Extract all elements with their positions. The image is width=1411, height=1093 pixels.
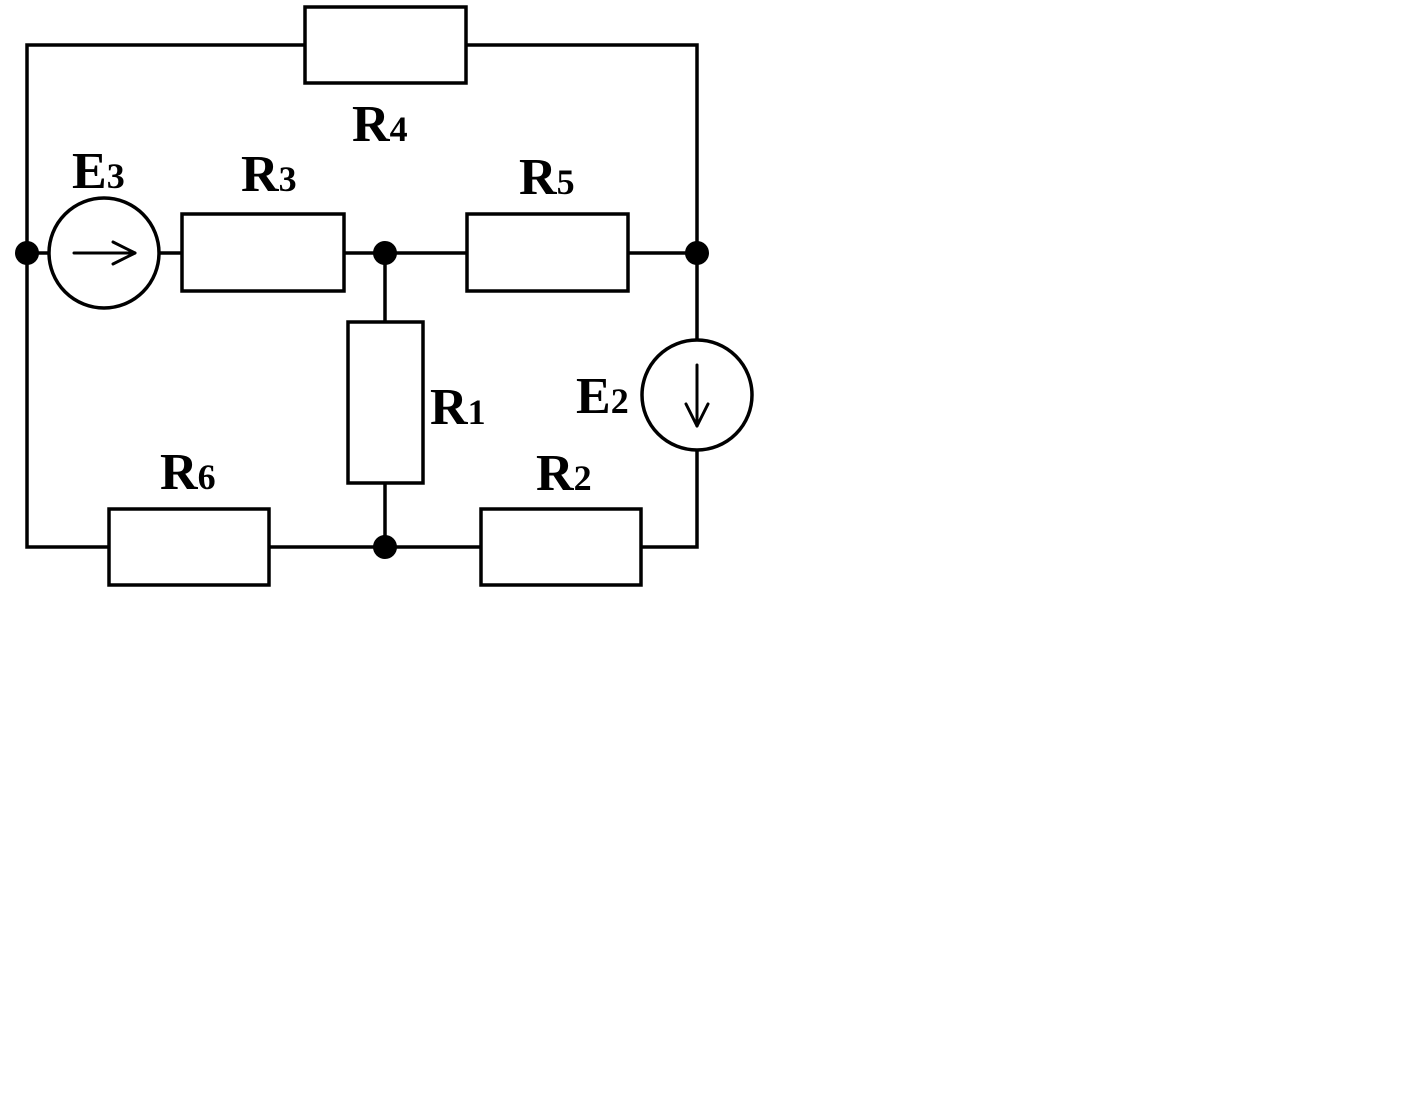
- node-center-top: [373, 241, 397, 265]
- wire-top-right: [464, 43, 699, 255]
- wire-e2-to-r2: [639, 448, 699, 549]
- label-r3: R3: [241, 146, 297, 203]
- label-r2: R2: [536, 445, 592, 502]
- label-r5: R5: [519, 149, 575, 206]
- arrow-right-head-icon: [111, 240, 137, 266]
- node-right: [685, 241, 709, 265]
- label-r4: R4: [352, 96, 408, 153]
- wires: [25, 43, 699, 549]
- label-e3: E3: [72, 143, 125, 200]
- resistor-r2: [479, 507, 643, 587]
- resistor-r4: [303, 5, 468, 85]
- wire-left-bottom: [25, 251, 111, 549]
- resistor-r1: [346, 320, 425, 485]
- resistor-r5: [465, 212, 630, 293]
- resistor-r6: [107, 507, 271, 587]
- label-e2: E2: [576, 368, 629, 425]
- label-r6: R6: [160, 444, 216, 501]
- source-e3: [47, 196, 161, 310]
- node-left: [15, 241, 39, 265]
- resistor-r3: [180, 212, 346, 293]
- label-r1: R1: [430, 379, 486, 436]
- arrow-down-head-icon: [684, 402, 710, 428]
- node-center-bottom: [373, 535, 397, 559]
- source-e2: [640, 338, 754, 452]
- wire-top-left: [25, 43, 307, 255]
